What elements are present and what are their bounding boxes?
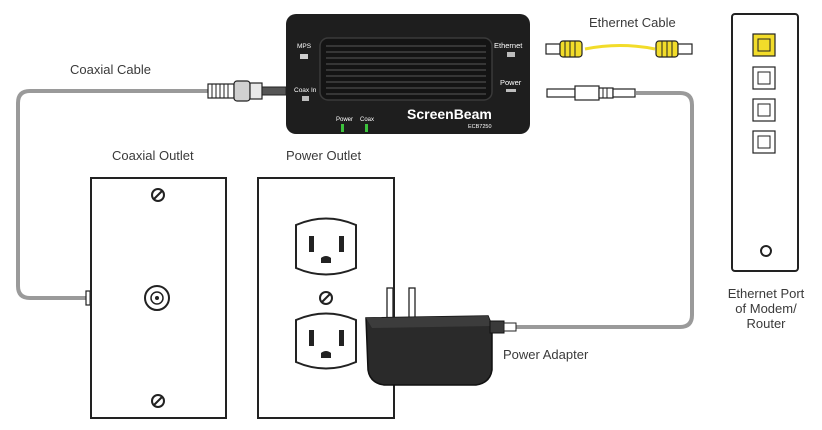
coax-led-label: Coax <box>360 117 374 123</box>
coaxial-cable-line <box>16 89 210 300</box>
ethernet-port-icon <box>752 98 776 122</box>
coax-jack-icon <box>144 285 170 311</box>
power-led <box>341 124 344 132</box>
coax-in-port-icon <box>302 96 309 101</box>
power-led-label: Power <box>336 117 353 123</box>
power-adapter <box>365 287 517 386</box>
ethernet-cable <box>545 40 693 58</box>
screw-icon <box>319 291 333 305</box>
modem-router <box>731 13 799 272</box>
power-outlet-label: Power Outlet <box>286 148 362 163</box>
label-line: of Modem/ <box>735 301 797 316</box>
power-indicator <box>760 245 772 257</box>
power-port-label: Power <box>500 78 522 87</box>
screw-icon <box>151 188 165 202</box>
mps-button <box>300 54 308 59</box>
brand-logo: ScreenBeam <box>407 106 492 122</box>
ethernet-port-icon <box>752 130 776 154</box>
power-port-icon <box>506 89 516 92</box>
power-plug-icon <box>546 85 636 101</box>
power-outlet-plate <box>257 177 395 419</box>
outlet-receptacle-bottom <box>295 312 357 370</box>
label-line: Router <box>746 316 786 331</box>
ethernet-cable-label: Ethernet Cable <box>589 15 676 30</box>
ethernet-port-modem-router-label: Ethernet Port of Modem/ Router <box>718 286 814 331</box>
ethernet-port-icon <box>752 66 776 90</box>
ethernet-port-icon <box>752 33 776 57</box>
coax-in-label: Coax In <box>294 87 317 94</box>
power-adapter-label: Power Adapter <box>503 347 589 362</box>
label-line: Ethernet Port <box>727 286 805 301</box>
screw-icon <box>151 394 165 408</box>
coaxial-outlet-plate <box>90 177 227 419</box>
coaxial-outlet-label: Coaxial Outlet <box>112 148 194 163</box>
screenbeam-device: MPS Coax In Ethernet Power ScreenBeam EC… <box>286 14 530 134</box>
power-cable-line <box>516 91 694 329</box>
coaxial-cable-label: Coaxial Cable <box>70 62 151 77</box>
ethernet-port-label: Ethernet <box>494 41 523 50</box>
ethernet-port-icon <box>507 52 515 57</box>
outlet-receptacle-top <box>295 217 357 276</box>
coax-led <box>365 124 368 132</box>
coax-connector-icon <box>207 80 287 102</box>
model-label: ECB7250 <box>468 124 492 130</box>
mps-label: MPS <box>297 43 312 50</box>
